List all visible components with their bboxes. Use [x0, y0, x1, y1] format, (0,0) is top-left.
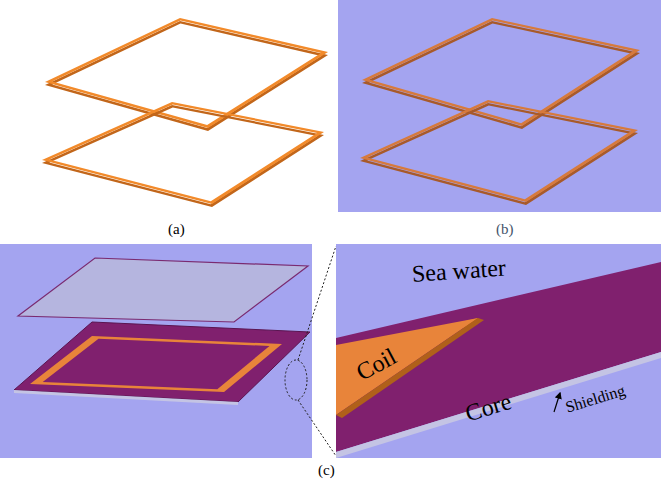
sea-water-background	[336, 244, 661, 458]
coil-loop	[30, 336, 282, 392]
zoom-circle	[285, 360, 307, 400]
coil-loop	[362, 18, 640, 126]
zoom-line	[298, 400, 336, 456]
core-plate	[14, 322, 310, 402]
leader-arrow	[554, 393, 560, 412]
coil-edge	[336, 318, 484, 418]
coil-loop	[42, 102, 324, 204]
panel-label: (a)	[168, 222, 185, 237]
coil-loop	[45, 18, 328, 128]
shielding-layer	[14, 390, 238, 405]
zoom-line	[298, 246, 336, 360]
top-plate	[18, 258, 308, 322]
sea-water-background	[338, 0, 661, 212]
panel-label: (c)	[318, 463, 335, 478]
sea-water-background	[0, 244, 312, 458]
core-zoom	[336, 262, 661, 452]
region-label: Sea water	[411, 255, 506, 285]
coil-loop	[360, 100, 638, 202]
panel-label: (b)	[496, 222, 514, 237]
